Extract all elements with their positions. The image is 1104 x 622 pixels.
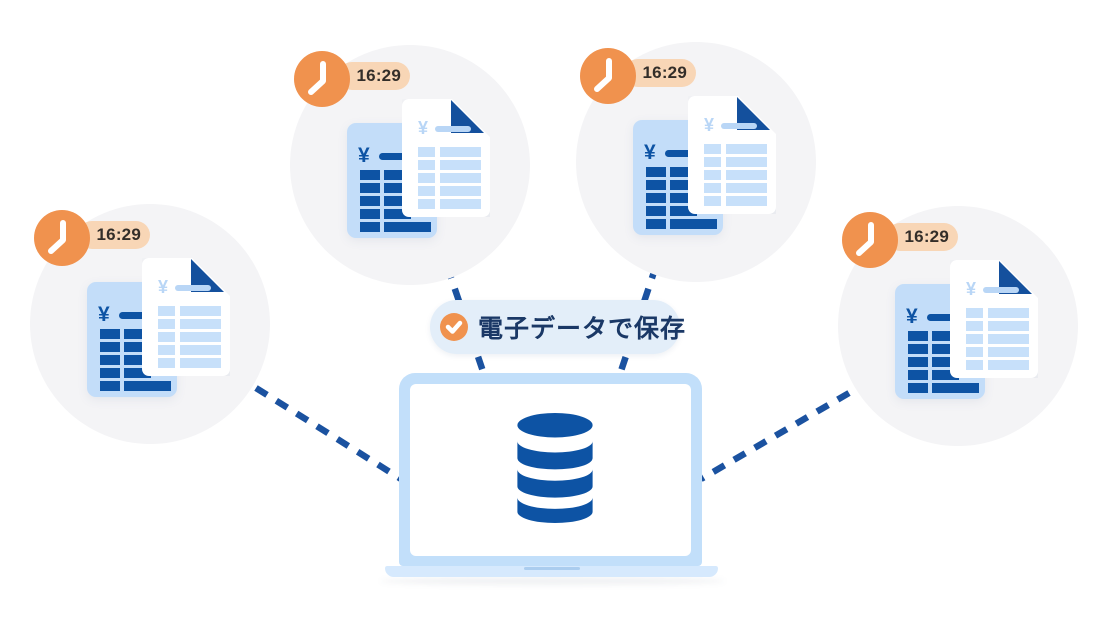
yen-symbol: ¥ (644, 141, 656, 164)
amount-line (379, 153, 416, 160)
time-text: 16:29 (96, 225, 141, 244)
laptop-base (385, 566, 718, 577)
laptop-screen (410, 384, 691, 556)
caption-text: 電子データで保存 (478, 315, 687, 343)
time-text: 16:29 (904, 227, 949, 246)
document-cluster-right: ¥ ¥ 16:29 (838, 206, 1078, 446)
time-text: 16:29 (356, 66, 401, 85)
laptop-hinge-notch (524, 567, 580, 570)
receipt-total-bar (932, 383, 979, 393)
amount-line (665, 150, 702, 157)
invoice-table-column-right (988, 308, 1029, 370)
amount-line (721, 123, 757, 129)
clock-icon (294, 51, 350, 107)
dash-connector-right (699, 390, 851, 482)
dash-connector-left (254, 385, 403, 482)
invoice-table-column-left (158, 306, 175, 368)
receipt-total-bar (384, 222, 431, 232)
amount-line (119, 312, 156, 319)
clock-icon (842, 212, 898, 268)
yen-symbol: ¥ (158, 277, 169, 297)
receipt-table-column-left (100, 329, 120, 391)
receipt-total-bar (124, 381, 171, 391)
invoice-table-column-left (418, 147, 435, 209)
yen-symbol: ¥ (704, 115, 715, 135)
yen-symbol: ¥ (98, 303, 110, 326)
laptop-shadow (380, 577, 725, 585)
database-icon (517, 413, 593, 523)
time-text: 16:29 (642, 63, 687, 82)
time-badge: 16:29 (338, 62, 410, 90)
yen-symbol: ¥ (966, 279, 977, 299)
yen-symbol: ¥ (418, 118, 429, 138)
yen-symbol: ¥ (358, 144, 370, 167)
check-icon (440, 313, 468, 341)
clock-icon (34, 210, 90, 266)
invoice-document: ¥ (402, 99, 490, 217)
yen-symbol: ¥ (906, 305, 918, 328)
amount-line (927, 314, 964, 321)
amount-line (175, 285, 211, 291)
dash-connector-top-right (613, 264, 660, 385)
time-badge: 16:29 (78, 221, 150, 249)
invoice-table-column-right (726, 144, 767, 206)
document-cluster-top-left: ¥ ¥ 16:29 (290, 45, 530, 285)
amount-line (983, 287, 1019, 293)
receipt-total-bar (670, 219, 717, 229)
document-cluster-left: ¥ ¥ 16:29 (30, 204, 270, 444)
clock-icon (580, 48, 636, 104)
invoice-table-column-left (966, 308, 983, 370)
receipt-table-column-left (908, 331, 928, 393)
receipt-table-column-left (646, 167, 666, 229)
save-caption-pill: 電子データで保存 (430, 300, 685, 354)
receipt-table-column-left (360, 170, 380, 232)
amount-line (435, 126, 471, 132)
document-cluster-top-right: ¥ ¥ 16:29 (576, 42, 816, 282)
invoice-document: ¥ (142, 258, 230, 376)
invoice-table-column-left (704, 144, 721, 206)
invoice-table-column-right (440, 147, 481, 209)
invoice-table-column-right (180, 306, 221, 368)
time-badge: 16:29 (886, 223, 958, 251)
time-badge: 16:29 (624, 59, 696, 87)
dash-connector-top-left (443, 264, 491, 385)
